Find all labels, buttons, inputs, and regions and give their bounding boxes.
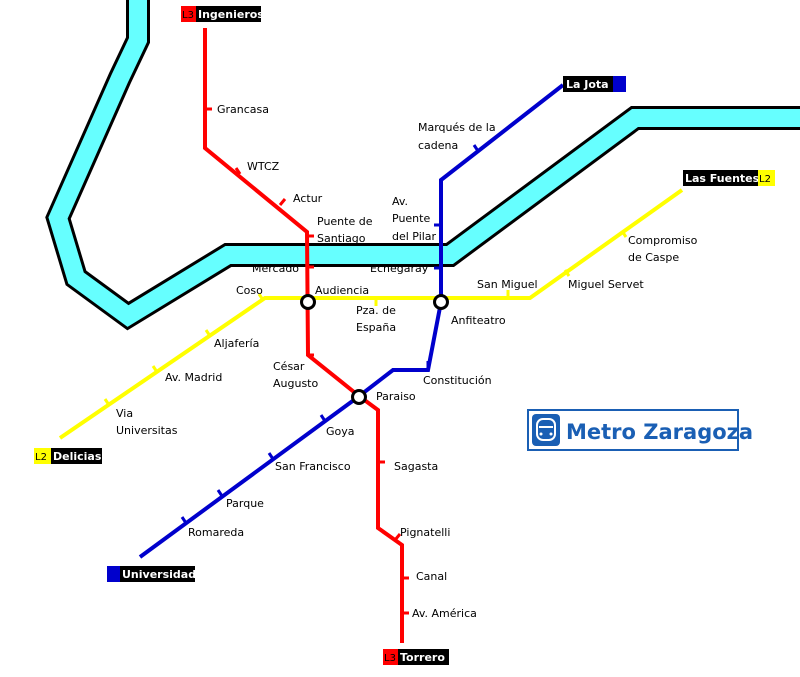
l3-station-ticks [205,107,409,615]
station-label-cesar-augusto-2: Augusto [273,377,318,390]
terminal-label: La Jota [566,78,609,91]
station-label-cesar-augusto-1: César [273,360,305,373]
station-tick-via-universitas [103,398,111,406]
station-tick-san-francisco [267,452,275,460]
terminal-torrero[interactable]: L3 Torrero [383,649,449,665]
blue-station-ticks [180,144,480,524]
river-ebro-outline [45,0,800,331]
interchange-audiencia[interactable] [300,294,316,310]
station-label-audiencia: Audiencia [315,284,369,297]
station-label-pza-espana-1: Pza. de [356,304,396,317]
interchange-anfiteatro[interactable] [433,294,449,310]
station-label-echegaray: Echegaray [370,262,429,275]
station-label-sagasta: Sagasta [394,460,438,473]
interchange-paraiso[interactable] [351,389,367,405]
station-label-marques-cadena-2: cadena [418,139,458,152]
station-tick-pignatelli [393,533,402,541]
station-label-pza-espana-2: España [356,321,396,334]
river-ebro [48,0,800,327]
terminal-code: L2 [759,174,771,185]
station-label-marques-cadena-1: Marqués de la [418,121,496,134]
station-label-av-puente-pilar-2: Puente [392,212,430,225]
logo-text: Metro Zaragoza [566,420,753,444]
metro-zaragoza-logo: Metro Zaragoza [527,409,753,451]
station-label-anfiteatro: Anfiteatro [451,314,506,327]
station-tick-marques-cadena [472,144,480,152]
station-tick-aljaferia [204,329,212,337]
station-label-compromiso-caspe-2: de Caspe [628,251,679,264]
terminal-las-fuentes[interactable]: Las Fuentes L2 [683,170,775,186]
station-tick-coso [257,293,265,301]
metro-line-l3-red [203,28,404,643]
station-label-pignatelli: Pignatelli [400,526,450,539]
terminal-label: Delicias [53,450,102,463]
station-label-via-universitas-1: Via [116,407,133,420]
terminal-label: Universidad [122,568,196,581]
station-label-compromiso-caspe-1: Compromiso [628,234,698,247]
station-label-constitucion: Constitución [423,374,492,387]
station-label-romareda: Romareda [188,526,244,539]
l2-station-ticks [103,230,628,406]
station-label-coso: Coso [236,284,263,297]
station-label-canal: Canal [416,570,447,583]
terminal-code: L2 [35,452,47,463]
terminal-la-jota[interactable]: La Jota [563,76,626,92]
station-label-wtcz: WTCZ [247,160,280,173]
station-label-miguel-servet: Miguel Servet [568,278,644,291]
station-label-paraiso: Paraiso [376,390,416,403]
metro-line-l2-yellow [58,188,684,440]
terminal-label: Ingenieros [198,8,264,21]
station-label-aljaferia: Aljafería [214,337,259,350]
terminal-label: Torrero [400,651,445,664]
station-tick-av-madrid [151,365,159,373]
station-label-san-francisco: San Francisco [275,460,351,473]
station-label-av-america: Av. América [412,607,477,620]
station-tick-actur [278,198,287,206]
station-label-mercado: Mercado [252,262,299,275]
station-tick-miguel-servet [563,269,571,277]
station-label-actur: Actur [293,192,323,205]
station-label-puente-santiago-2: Santiago [317,232,366,245]
station-label-parque: Parque [226,497,264,510]
station-label-av-puente-pilar-1: Av. [392,195,408,208]
station-label-goya: Goya [326,425,355,438]
station-label-via-universitas-2: Universitas [116,424,178,437]
station-label-grancasa: Grancasa [217,103,269,116]
station-label-av-madrid: Av. Madrid [165,371,222,384]
station-tick-compromiso-caspe [620,230,628,238]
terminal-code: L3 [384,653,396,664]
station-label-puente-santiago-1: Puente de [317,215,373,228]
station-tick-goya [319,414,327,422]
terminal-universidad[interactable]: Universidad [107,566,196,582]
station-tick-romareda [180,516,188,524]
terminal-delicias[interactable]: L2 Delicias [34,448,102,464]
terminal-label: Las Fuentes [685,172,760,185]
terminal-ingenieros[interactable]: L3 Ingenieros [181,6,264,22]
station-tick-parque [216,489,224,497]
station-label-av-puente-pilar-3: del Pilar [392,230,437,243]
terminal-code: L3 [182,10,194,21]
station-tick-wtcz [234,167,242,175]
station-label-san-miguel: San Miguel [477,278,538,291]
